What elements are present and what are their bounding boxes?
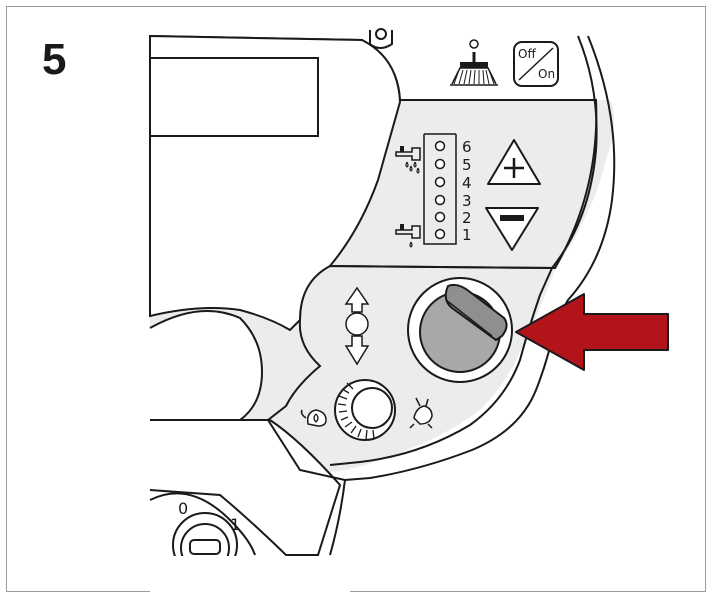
indicator-strip bbox=[423, 133, 457, 245]
indicator-number: 2 bbox=[462, 209, 472, 227]
cup-holder bbox=[149, 309, 264, 421]
power-on-label: On bbox=[538, 67, 555, 81]
ignition-housing bbox=[149, 492, 256, 556]
indicator-numbers: 6 5 4 3 2 1 bbox=[462, 138, 472, 244]
lower-shell bbox=[149, 419, 342, 556]
step-number: 5 bbox=[42, 35, 67, 84]
indicator-led-4 bbox=[434, 176, 446, 188]
indicator-number: 3 bbox=[462, 192, 472, 210]
indicator-number: 5 bbox=[462, 156, 472, 174]
indicator-led-1 bbox=[434, 228, 446, 240]
speed-dial[interactable] bbox=[334, 379, 396, 441]
brush-icon bbox=[450, 39, 498, 86]
indicator-number: 6 bbox=[462, 138, 472, 156]
illustration-frame bbox=[6, 6, 706, 592]
selector-knob[interactable] bbox=[407, 277, 513, 383]
key-on-label: 1 bbox=[230, 515, 240, 534]
indicator-number: 1 bbox=[462, 226, 472, 244]
indicator-number: 4 bbox=[462, 174, 472, 192]
indicator-led-2 bbox=[434, 211, 446, 223]
lower-shell-seam bbox=[267, 419, 347, 556]
water-flow-min-icon bbox=[395, 224, 421, 248]
red-pointer-arrow bbox=[515, 293, 669, 371]
indicator-leds bbox=[434, 140, 446, 240]
key-off-label: 0 bbox=[178, 499, 188, 518]
display-screen bbox=[149, 57, 319, 137]
minus-button-icon[interactable] bbox=[485, 207, 539, 251]
power-off-label: Off bbox=[518, 47, 536, 61]
indicator-led-5 bbox=[434, 158, 446, 170]
turtle-slow-icon bbox=[300, 409, 327, 427]
panel-outer-edge bbox=[329, 35, 598, 466]
rabbit-fast-icon bbox=[409, 397, 433, 429]
plus-button-icon[interactable] bbox=[487, 139, 541, 185]
water-flow-max-icon bbox=[395, 146, 421, 174]
indicator-led-3 bbox=[434, 194, 446, 206]
power-toggle-icon[interactable]: Off On bbox=[513, 41, 559, 87]
bottom-mask bbox=[150, 556, 350, 596]
indicator-led-6 bbox=[434, 140, 446, 152]
top-symbol-icon bbox=[369, 28, 393, 49]
divider-line-mid bbox=[329, 265, 557, 269]
up-down-arrow-icon bbox=[344, 286, 370, 366]
